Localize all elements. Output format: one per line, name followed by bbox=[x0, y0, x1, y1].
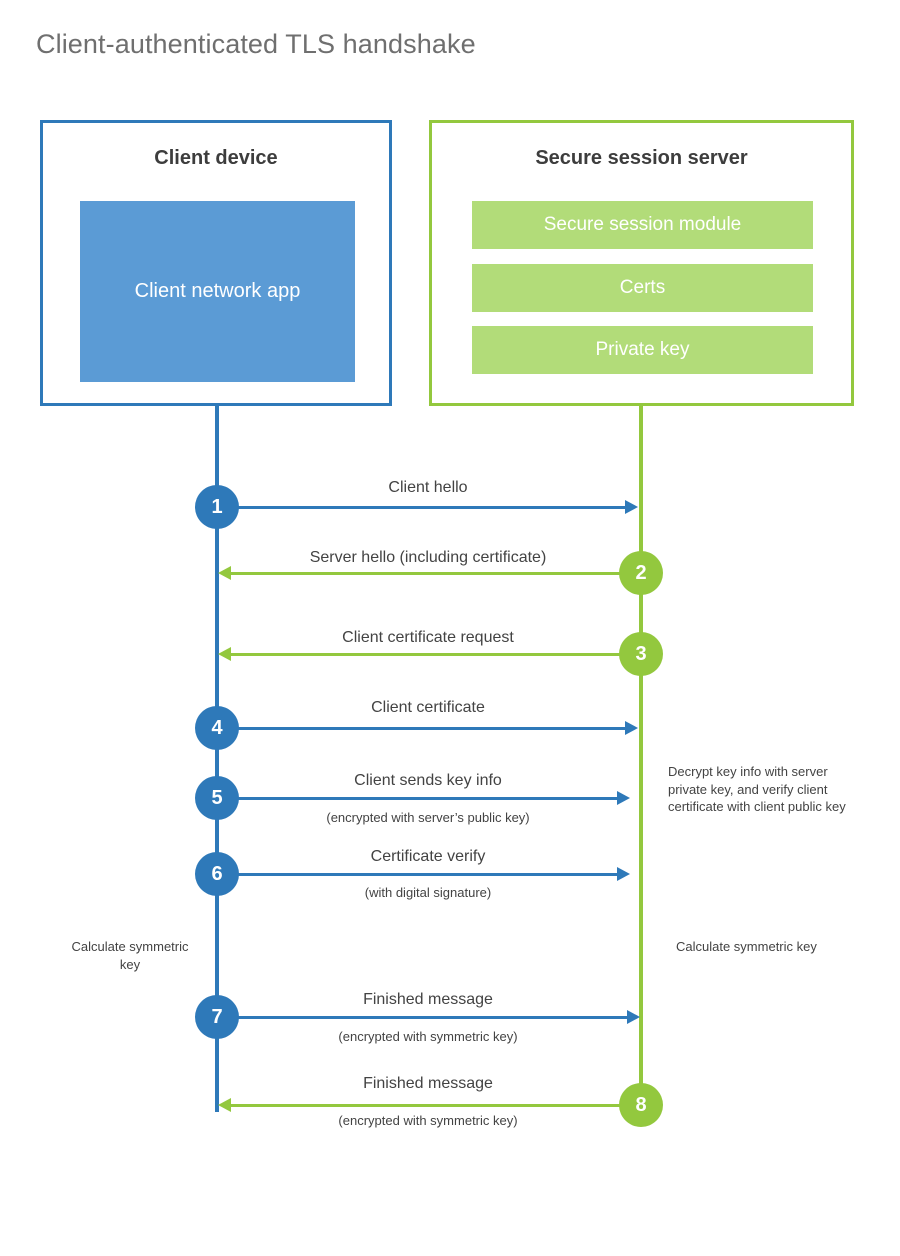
step-8-arrow-line bbox=[231, 1104, 621, 1107]
step-2-label: Server hello (including certificate) bbox=[309, 549, 547, 566]
step-4-label: Client certificate bbox=[371, 699, 485, 716]
step-5-marker[interactable]: 5 bbox=[195, 776, 239, 820]
client-network-app-block: Client network app bbox=[80, 201, 355, 382]
server-block-private-key: Private key bbox=[472, 326, 813, 374]
server-lifeline bbox=[639, 404, 643, 1106]
client-lifeline bbox=[215, 404, 219, 1112]
secure-session-server-title: Secure session server bbox=[535, 147, 748, 169]
step-7-label: Finished message bbox=[363, 991, 493, 1008]
step-8-label: Finished message bbox=[363, 1075, 493, 1092]
step-8-marker[interactable]: 8 bbox=[619, 1083, 663, 1127]
step-8-arrow-head-icon bbox=[218, 1098, 231, 1112]
step-5-label: Client sends key info bbox=[354, 772, 502, 789]
step-2-arrow-line bbox=[231, 572, 621, 575]
step-5-arrow-line bbox=[217, 797, 617, 800]
step-1-arrow-head-icon bbox=[625, 500, 638, 514]
server-calculate-symmetric-key-note: Calculate symmetric key bbox=[676, 939, 817, 954]
step-6-label: Certificate verify bbox=[370, 848, 486, 865]
server-block-certs: Certs bbox=[472, 264, 813, 312]
step-5-sublabel: (encrypted with server’s public key) bbox=[326, 810, 530, 825]
server-decrypt-note: Decrypt key info with server private key… bbox=[668, 764, 846, 815]
step-7-arrow-line bbox=[217, 1016, 627, 1019]
step-2-arrow-head-icon bbox=[218, 566, 231, 580]
step-1-arrow-line bbox=[217, 506, 625, 509]
step-7-marker[interactable]: 7 bbox=[195, 995, 239, 1039]
step-7-sublabel: (encrypted with symmetric key) bbox=[338, 1029, 518, 1044]
step-4-arrow-head-icon bbox=[625, 721, 638, 735]
step-6-arrow-line bbox=[217, 873, 617, 876]
step-1-label: Client hello bbox=[388, 479, 468, 496]
step-4-arrow-line bbox=[217, 727, 625, 730]
step-2-marker[interactable]: 2 bbox=[619, 551, 663, 595]
step-3-arrow-line bbox=[231, 653, 621, 656]
step-8-sublabel: (encrypted with symmetric key) bbox=[338, 1113, 518, 1128]
step-4-marker[interactable]: 4 bbox=[195, 706, 239, 750]
client-device-title: Client device bbox=[154, 147, 278, 169]
step-3-label: Client certificate request bbox=[342, 629, 514, 646]
secure-session-server-box: Secure session server Secure session mod… bbox=[429, 120, 854, 406]
step-6-sublabel: (with digital signature) bbox=[364, 885, 492, 900]
client-device-box: Client device Client network app bbox=[40, 120, 392, 406]
step-3-marker[interactable]: 3 bbox=[619, 632, 663, 676]
page-title: Client-authenticated TLS handshake bbox=[36, 29, 476, 59]
step-6-arrow-head-icon bbox=[617, 867, 630, 881]
server-block-secure-session-module: Secure session module bbox=[472, 201, 813, 249]
step-5-arrow-head-icon bbox=[617, 791, 630, 805]
step-1-marker[interactable]: 1 bbox=[195, 485, 239, 529]
step-7-arrow-head-icon bbox=[627, 1010, 640, 1024]
client-calculate-symmetric-key-note: Calculate symmetric key bbox=[71, 939, 189, 972]
step-6-marker[interactable]: 6 bbox=[195, 852, 239, 896]
step-3-arrow-head-icon bbox=[218, 647, 231, 661]
